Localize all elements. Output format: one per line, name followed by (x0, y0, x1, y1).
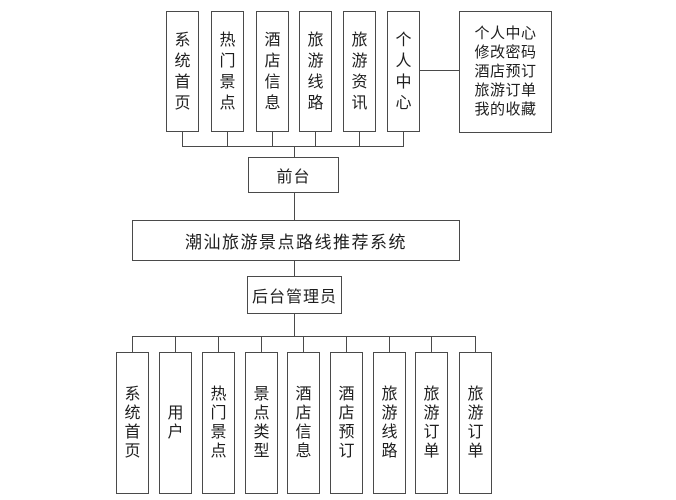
front-menu-system-home: 系统首页 (166, 11, 199, 132)
connector-line (403, 132, 404, 146)
admin-menu-attraction-types: 景点类型 (245, 352, 278, 494)
connector-line (132, 336, 133, 352)
admin-menu-travel-routes: 旅游线路 (373, 352, 406, 494)
connector-line (389, 336, 390, 352)
front-menu-personal-center: 个人中心 (387, 11, 420, 132)
connector-line (218, 336, 219, 352)
front-menu-travel-news: 旅游资讯 (343, 11, 376, 132)
front-menu-travel-routes: 旅游线路 (299, 11, 332, 132)
personal-center-detail-box: 个人中心 修改密码 酒店预订 旅游订单 我的收藏 (459, 11, 552, 133)
admin-menu-system-home: 系统首页 (116, 352, 149, 494)
connector-line (294, 146, 295, 157)
connector-line (227, 132, 228, 146)
connector-personal-center-detail (420, 70, 459, 71)
connector-line (261, 336, 262, 352)
front-menu-hot-attractions: 热门景点 (211, 11, 244, 132)
connector-front-bus (182, 146, 404, 147)
connector-admin-bus (132, 336, 476, 337)
admin-menu-hotel-info: 酒店信息 (287, 352, 320, 494)
system-title-box: 潮汕旅游景点路线推荐系统 (132, 220, 460, 261)
connector-line (294, 261, 295, 276)
connector-line (182, 132, 183, 146)
connector-line (475, 336, 476, 352)
connector-line (359, 132, 360, 146)
connector-line (294, 314, 295, 336)
admin-menu-hot-attractions: 热门景点 (202, 352, 235, 494)
admin-node: 后台管理员 (247, 276, 342, 314)
connector-line (303, 336, 304, 352)
connector-line (346, 336, 347, 352)
admin-menu-travel-orders-2: 旅游订单 (459, 352, 492, 494)
connector-line (431, 336, 432, 352)
connector-line (175, 336, 176, 352)
connector-line (272, 132, 273, 146)
admin-menu-travel-orders-1: 旅游订单 (415, 352, 448, 494)
front-menu-hotel-info: 酒店信息 (256, 11, 289, 132)
connector-line (294, 193, 295, 220)
connector-line (315, 132, 316, 146)
admin-menu-hotel-booking: 酒店预订 (330, 352, 363, 494)
admin-menu-users: 用户 (159, 352, 192, 494)
front-node: 前台 (248, 157, 339, 193)
